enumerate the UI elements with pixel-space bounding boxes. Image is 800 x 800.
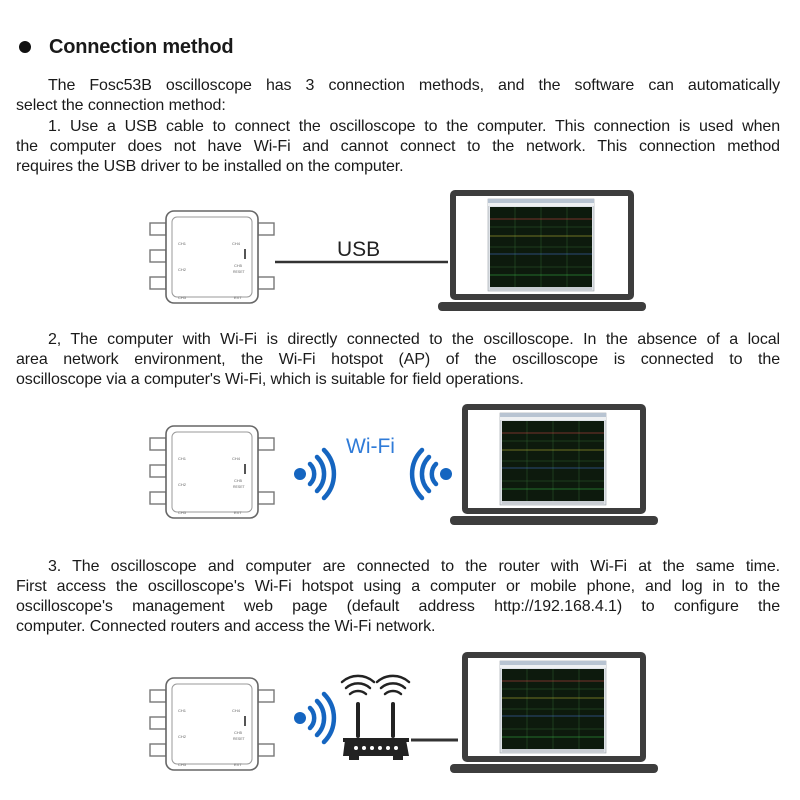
router-wifi-icon	[375, 674, 411, 696]
method2-paragraph: 2, The computer with Wi-Fi is directly c…	[16, 330, 780, 390]
port-label: CH3	[178, 510, 187, 515]
method1-line: the computer does not have Wi-Fi and can…	[16, 138, 780, 155]
wifi-signal-icon	[294, 691, 337, 745]
port-label: CH2	[178, 734, 187, 739]
method3-line: oscilloscope's management web page (defa…	[16, 598, 780, 615]
port-label: CH5	[234, 263, 243, 268]
method2-line: area network environment, the Wi-Fi hots…	[16, 351, 780, 368]
method1-line: requires the USB driver to be installed …	[16, 158, 404, 175]
method2-line: 2, The computer with Wi-Fi is directly c…	[48, 331, 780, 348]
router-icon	[340, 674, 411, 760]
port-label: CH2	[178, 267, 187, 272]
oscilloscope-device: CH1 CH2 CH3 CH4 CH5 RESET EXT	[149, 677, 275, 771]
port-label: CH4	[232, 241, 241, 246]
intro-paragraph: The Fosc53B oscilloscope has 3 connectio…	[16, 76, 780, 116]
port-label: CH1	[178, 241, 187, 246]
router-connection-diagram: CH1 CH2 CH3 CH4 CH5 RESET EXT	[149, 651, 659, 774]
port-label: EXT	[234, 510, 242, 515]
port-label: CH3	[178, 762, 187, 767]
port-label: CH5	[234, 730, 243, 735]
port-label: CH1	[178, 708, 187, 713]
port-label: RESET	[233, 485, 246, 489]
method3-line: computer. Connected routers and access t…	[16, 618, 436, 635]
port-label: CH4	[232, 708, 241, 713]
port-label: CH2	[178, 482, 187, 487]
port-label: EXT	[234, 762, 242, 767]
usb-label: USB	[337, 238, 380, 261]
intro-line: The Fosc53B oscilloscope has 3 connectio…	[48, 77, 780, 94]
intro-line: select the connection method:	[16, 97, 226, 114]
wifi-direct-diagram: CH1 CH2 CH3 CH4 CH5 RESET EXT Wi-Fi	[149, 403, 659, 526]
port-label: CH3	[178, 295, 187, 300]
port-label: RESET	[233, 737, 246, 741]
method3-paragraph: 3. The oscilloscope and computer are con…	[16, 557, 780, 637]
method1-line: 1. Use a USB cable to connect the oscill…	[48, 118, 780, 135]
method2-line: oscilloscope via a computer's Wi-Fi, whi…	[16, 371, 524, 388]
port-label: CH1	[178, 456, 187, 461]
oscilloscope-device: CH1 CH2 CH3 CH4 CH5 RESET EXT	[149, 425, 275, 519]
laptop-icon	[449, 651, 659, 774]
router-wifi-icon	[340, 674, 376, 696]
method3-line: 3. The oscilloscope and computer are con…	[48, 558, 780, 575]
wifi-label: Wi-Fi	[346, 435, 395, 458]
wifi-signal-icon	[409, 447, 452, 501]
laptop-icon	[449, 403, 659, 526]
wifi-signal-icon	[294, 447, 337, 501]
laptop-icon	[437, 189, 647, 312]
heading-text: Connection method	[49, 35, 234, 58]
method3-line: First access the oscilloscope's Wi-Fi ho…	[16, 578, 780, 595]
oscilloscope-device: CH1 CH2 CH3 CH4 CH5 RESET EXT	[149, 210, 275, 304]
port-label: EXT	[234, 295, 242, 300]
usb-connection-diagram: CH1 CH2 CH3 CH4 CH5 RESET EXT USB	[149, 189, 647, 312]
section-heading: Connection method	[18, 34, 234, 60]
method1-paragraph: 1. Use a USB cable to connect the oscill…	[16, 117, 780, 177]
port-label: RESET	[233, 270, 246, 274]
port-label: CH5	[234, 478, 243, 483]
bullet-dot-icon	[19, 41, 31, 53]
port-label: CH4	[232, 456, 241, 461]
